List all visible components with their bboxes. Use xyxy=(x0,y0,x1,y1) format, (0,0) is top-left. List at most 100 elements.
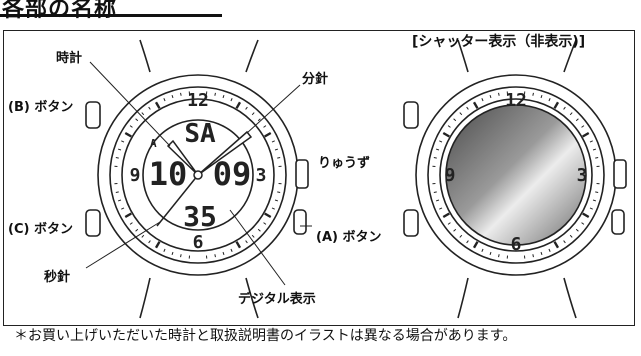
dial-ticks xyxy=(114,91,282,259)
dial-tick xyxy=(453,118,457,122)
label-minute-hand: 分針 xyxy=(302,72,329,87)
dial-tick xyxy=(481,98,484,102)
dial-tick xyxy=(171,251,174,256)
dial-tick xyxy=(582,212,590,219)
dial-12-left: 12 xyxy=(187,90,209,111)
watch-right xyxy=(403,39,627,319)
dial-tick xyxy=(235,241,242,249)
dial-tick xyxy=(135,228,139,232)
dial-tick xyxy=(274,199,279,202)
display-hour: 10 xyxy=(149,155,188,193)
dial-tick xyxy=(433,157,437,159)
dial-tick xyxy=(575,118,579,122)
dial-tick xyxy=(459,234,463,238)
dial-tick xyxy=(466,106,469,110)
bezel-inner-right xyxy=(427,86,605,264)
dial-tick xyxy=(129,125,133,128)
dial-tick xyxy=(453,228,457,232)
dial-tick xyxy=(472,101,479,109)
dial-tick xyxy=(575,228,579,232)
dial-tick xyxy=(277,157,281,159)
dial-6-right: 6 xyxy=(511,234,522,255)
dial-12-right: 12 xyxy=(505,90,527,111)
dial-tick xyxy=(251,112,255,116)
display-day: SA xyxy=(184,119,216,149)
dial-tick xyxy=(230,98,233,102)
dial-3-right: 3 xyxy=(577,165,588,186)
dial-tick xyxy=(263,222,267,225)
dial-ticks-right xyxy=(432,91,600,259)
dial-tick xyxy=(154,101,161,109)
dial-tick xyxy=(582,131,590,138)
dial-tick xyxy=(435,148,440,151)
dial-tick xyxy=(498,254,500,258)
dial-tick xyxy=(135,118,139,122)
crown-shape xyxy=(295,159,309,189)
dial-tick xyxy=(466,240,469,244)
dial-tick xyxy=(245,106,248,110)
dial-tick xyxy=(548,248,551,252)
crown-shape-right xyxy=(613,159,627,189)
dial-tick xyxy=(115,157,119,159)
display-minute: 09 xyxy=(213,155,252,193)
dial-tick xyxy=(171,94,174,99)
dial-outer-right xyxy=(439,98,593,252)
footnote: ＊お買い上げいただいた時計と取扱説明書のイラストは異なる場合があります。 xyxy=(14,328,517,344)
dial-tick xyxy=(459,112,463,116)
dial-tick xyxy=(257,118,261,122)
dial-tick xyxy=(214,92,216,96)
dial-tick xyxy=(222,94,225,99)
label-button-c: (C) ボタン xyxy=(8,222,73,237)
dial-tick xyxy=(447,222,451,225)
button-b-shape xyxy=(85,101,101,129)
bezel-inner xyxy=(109,86,287,264)
shutter-caption: [シャッター表示（非表示)] xyxy=(412,34,586,50)
label-button-a: (A) ボタン xyxy=(316,230,382,245)
leader-lines xyxy=(85,61,312,286)
dial-tick xyxy=(569,234,573,238)
dial-tick xyxy=(581,125,585,128)
dial-tick xyxy=(222,251,225,256)
dial-tick xyxy=(274,148,279,151)
dial-tick xyxy=(141,112,145,116)
button-a-shape-right xyxy=(611,209,625,235)
dial-tick xyxy=(230,248,233,252)
header-underline xyxy=(0,14,222,17)
dial-tick xyxy=(264,131,272,138)
strap-top-left xyxy=(139,39,259,73)
dial-tick xyxy=(251,234,255,238)
dial-tick xyxy=(154,241,161,249)
label-button-b: (B) ボタン xyxy=(8,100,74,115)
diagram-frame xyxy=(3,30,635,326)
button-c-shape xyxy=(85,209,101,237)
hand-pivot xyxy=(193,170,203,180)
dial-tick xyxy=(124,212,132,219)
dial-tick xyxy=(498,92,500,96)
button-c-shape-right xyxy=(403,209,419,237)
dial-tick xyxy=(592,148,597,151)
dial-tick xyxy=(257,228,261,232)
dial-tick xyxy=(124,131,132,138)
leader-minute xyxy=(246,84,301,134)
minute-hand xyxy=(197,130,253,176)
dial-tick xyxy=(540,94,543,99)
label-hour-hand: 時計 xyxy=(56,51,83,66)
strap-bottom-right xyxy=(457,277,577,319)
dial-tick xyxy=(442,212,450,219)
dial-tick xyxy=(148,106,151,110)
dial-tick xyxy=(589,207,593,210)
dial-tick xyxy=(481,248,484,252)
dial-tick xyxy=(595,157,599,159)
dial-inner xyxy=(142,119,254,231)
dial-tick xyxy=(595,191,599,193)
dial-tick xyxy=(121,140,125,143)
dial-tick xyxy=(489,251,492,256)
dial-tick xyxy=(563,240,566,244)
label-crown: りゅうず xyxy=(318,156,371,171)
dial-9-left: 9 xyxy=(130,165,141,186)
dial-tick xyxy=(271,140,275,143)
button-b-shape-right xyxy=(403,101,419,129)
dial-tick xyxy=(540,251,543,256)
dial-tick xyxy=(214,254,216,258)
